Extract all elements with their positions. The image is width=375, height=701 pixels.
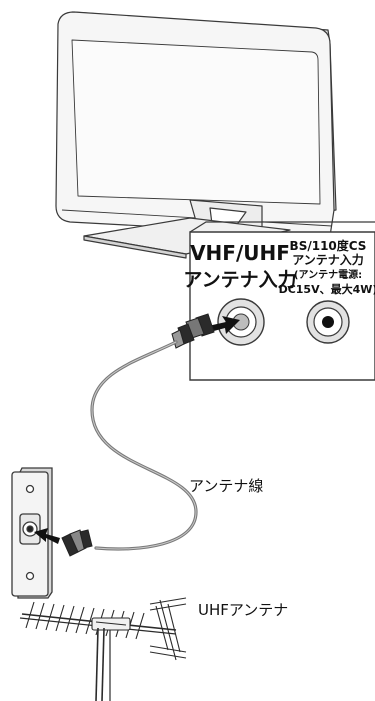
antenna-label: UHFアンテナ [198,601,288,619]
uhf-antenna-icon [19,597,187,701]
vhf-uhf-jack [217,298,265,346]
antenna-cable [90,340,198,551]
bs-cs-jack [306,300,350,344]
coax-connector-icon [61,529,93,557]
arrow-icon [208,316,240,334]
vhf-uhf-label: VHF/UHF [190,241,290,265]
bs-cs-label-2: アンテナ入力 [292,252,364,267]
tv-icon [55,11,337,259]
arrow-icon [34,528,60,544]
wall-outlet-icon [11,467,53,599]
bs-power-note-2: DC15V、最大4W) [279,282,375,296]
bs-power-note-1: (アンテナ電源: [294,268,362,281]
bs-cs-label: BS/110度CS [290,238,367,253]
terminal-panel: VHF/UHF アンテナ入力 BS/110度CS アンテナ入力 (アンテナ電源:… [183,221,375,381]
vhf-uhf-label-2: アンテナ入力 [183,268,296,291]
cable-label: アンテナ線 [189,477,263,495]
